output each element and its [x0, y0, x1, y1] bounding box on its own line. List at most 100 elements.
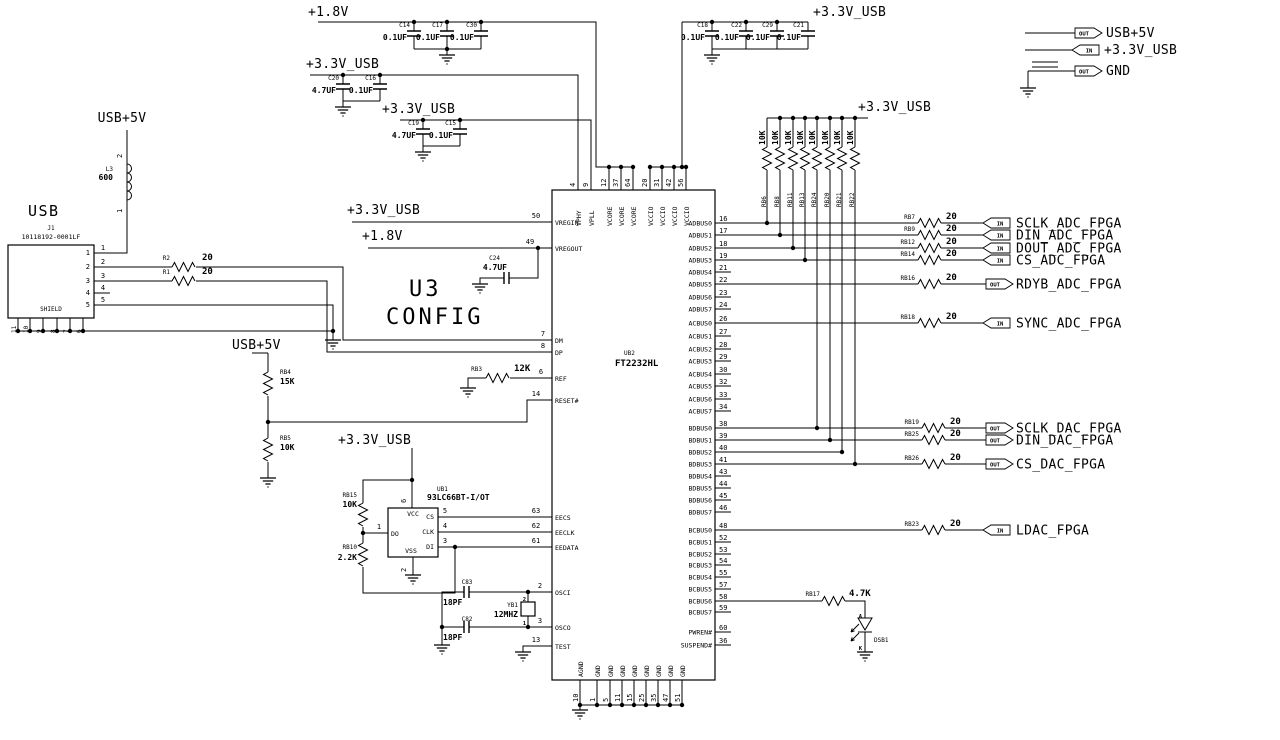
crystal-ref: YB1	[507, 602, 518, 609]
pin-number: 4	[101, 284, 105, 292]
resistor-ref: RB6	[761, 196, 768, 207]
resistor-value: 20	[946, 237, 957, 247]
pin-name: BCBUS1	[689, 539, 713, 547]
resistor-value: 10K	[833, 130, 842, 145]
pin-name: BDBUS5	[689, 485, 713, 493]
pin-name: OSCI	[555, 589, 571, 597]
resistor-value: 10K	[758, 130, 767, 145]
resistor-ref: RB13	[799, 192, 806, 207]
cap-value: 0.1UF	[349, 86, 373, 95]
pin-name: VREGIN	[555, 219, 579, 227]
out-flag-label: OUT	[990, 463, 1001, 469]
pin-name: BDBUS2	[689, 449, 713, 457]
connector-part: 10118192-0001LF	[22, 233, 81, 241]
pin-name: EECLK	[555, 529, 575, 537]
pin-number: 9	[582, 183, 590, 187]
pin-number: 47	[662, 694, 670, 702]
pin-number: 9	[36, 329, 43, 333]
cap-ref: C20	[328, 75, 339, 82]
pin-name: VCCIO	[683, 206, 691, 226]
resistor-value: 4.7K	[849, 589, 871, 599]
signal-label: SCLK_ADC_FPGA	[1016, 217, 1122, 232]
cap-ref: C21	[793, 22, 804, 29]
resistor-value: 10K	[343, 500, 358, 509]
pin-number: 49	[526, 238, 534, 246]
pin-number: 64	[624, 179, 632, 187]
pin-name: AGND	[577, 661, 585, 677]
power-label: USB+5V	[98, 111, 147, 126]
pin-name: GND	[594, 665, 602, 677]
pin-name: RESET#	[555, 397, 579, 405]
cap-ref: C22	[731, 22, 742, 29]
pin-name: BCBUS2	[689, 551, 713, 559]
pin-name: PWREN#	[689, 629, 713, 637]
pin-number: 51	[674, 694, 682, 702]
power-label: USB+5V	[232, 338, 281, 353]
pin-name: EEDATA	[555, 544, 579, 552]
pin-number: 44	[719, 480, 727, 488]
cap-value: 0.1UF	[681, 33, 705, 42]
resistor-ref: RB15	[343, 492, 358, 499]
cap-ref: C82	[462, 616, 473, 623]
led-anode-label: A	[859, 614, 863, 620]
resistor-ref: RB21	[836, 192, 843, 207]
pin-number: 50	[532, 212, 540, 220]
usb-connector-box	[7, 244, 95, 319]
pin-name: GND	[643, 665, 651, 677]
pin-number: 8	[50, 329, 57, 333]
in-flag-label: IN	[997, 234, 1004, 240]
resistor-ref: RB14	[901, 251, 916, 258]
pin-name: ADBUS7	[689, 306, 713, 314]
cap-value: 4.7UF	[483, 263, 507, 272]
pin-name: ACBUS6	[689, 396, 713, 404]
pin-number: 22	[719, 276, 727, 284]
pin-name: ACBUS2	[689, 346, 713, 354]
pin-number: 1	[86, 249, 90, 257]
power-label: +3.3V_USB	[306, 57, 379, 72]
resistor-value: 20	[946, 249, 957, 259]
pin-name: BDBUS7	[689, 509, 713, 517]
signal-label: DOUT_ADC_FPGA	[1016, 242, 1122, 257]
pin-name: CLK	[422, 528, 434, 536]
pin-number: 4	[86, 289, 90, 297]
pin-name: VCORE	[606, 206, 614, 226]
led-ref: DSB1	[874, 637, 889, 644]
pin-number: 23	[719, 289, 727, 297]
resistor-ref: R2	[163, 255, 171, 262]
pin-number: 11	[11, 325, 18, 333]
pin-number: 43	[719, 468, 727, 476]
ft2232-box	[551, 189, 716, 681]
resistor-value: 20	[946, 312, 957, 322]
pin-name: VCCIO	[647, 206, 655, 226]
pin-number: 57	[719, 581, 727, 589]
pin-name: BCBUS4	[689, 574, 713, 582]
out-flag-label: OUT	[990, 283, 1001, 289]
resistor-ref: RB25	[905, 431, 920, 438]
signal-label: RDYB_ADC_FPGA	[1016, 278, 1122, 293]
legend-label: USB+5V	[1106, 26, 1155, 41]
ic-part: FT2232HL	[615, 359, 659, 369]
pin-name: VCORE	[618, 206, 626, 226]
pin-number: 17	[719, 227, 727, 235]
pin-name: ACBUS5	[689, 383, 713, 391]
pin-number: 2	[523, 597, 526, 603]
pin-number: 4	[443, 522, 447, 530]
pin-number: 28	[719, 341, 727, 349]
pin-name: EECS	[555, 514, 571, 522]
pin-number: 52	[719, 534, 727, 542]
cap-ref: C24	[489, 255, 500, 262]
resistor-value: 20	[950, 519, 961, 529]
pin-name: ADBUS2	[689, 245, 713, 253]
in-flag-label: IN	[997, 247, 1004, 253]
resistor-ref: RB20	[824, 192, 831, 207]
pin-number: 48	[719, 522, 727, 530]
pin-number: 11	[614, 694, 622, 702]
signal-label: SCLK_DAC_FPGA	[1016, 422, 1122, 437]
pin-name: GND	[655, 665, 663, 677]
pin-number: 3	[538, 617, 542, 625]
pin-name: VCORE	[630, 206, 638, 226]
pin-number: 24	[719, 301, 727, 309]
cap-ref: C16	[365, 75, 376, 82]
resistor-value: 20	[946, 212, 957, 222]
